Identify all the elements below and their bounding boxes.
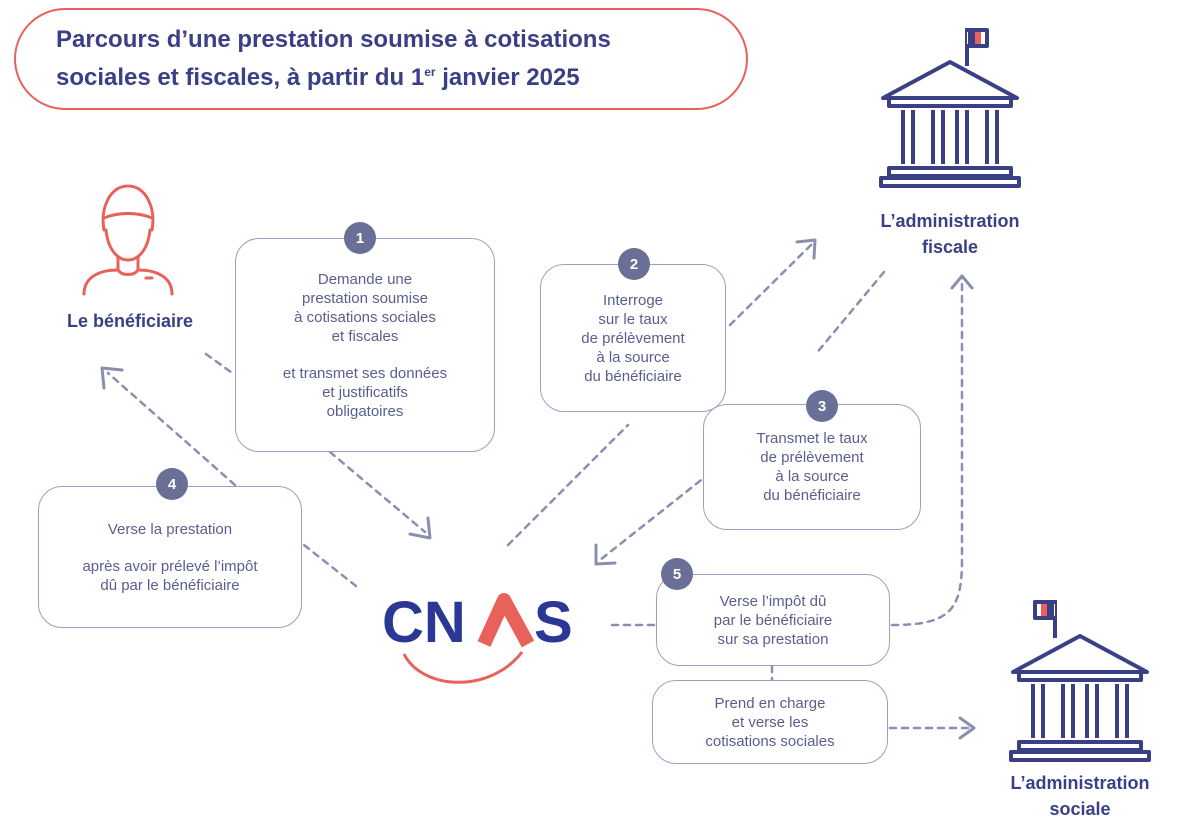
- arrow-fiscale-to-step3: [813, 270, 886, 357]
- step2-line: sur le taux: [598, 310, 668, 328]
- step1-box: Demande une prestation soumise à cotisat…: [235, 238, 495, 452]
- cotisations-box: Prend en charge et verse les cotisations…: [652, 680, 888, 764]
- step4-line: après avoir prélevé l’impôt: [82, 557, 258, 575]
- cnas-logo-text: CN: [382, 590, 466, 655]
- admin-fiscale-line2: fiscale: [921, 237, 979, 257]
- step2-box: Interroge sur le taux de prélèvement à l…: [540, 264, 726, 412]
- step1-line: et transmet ses données: [282, 364, 448, 382]
- step1-line: prestation soumise: [302, 289, 428, 307]
- step1-line: et justificatifs: [322, 383, 408, 401]
- step2-line: de prélèvement: [581, 329, 685, 347]
- person-icon: [82, 184, 174, 296]
- arrowhead-beneficiaire-4: [100, 366, 124, 390]
- svg-text:S: S: [534, 590, 573, 655]
- admin-sociale-label: L’administration sociale: [970, 770, 1190, 822]
- admin-sociale-line1: L’administration: [1010, 773, 1150, 793]
- step5-line: par le bénéficiaire: [713, 611, 833, 629]
- step1-badge: 1: [344, 222, 376, 254]
- step2-line: à la source: [596, 348, 670, 366]
- arrowhead-fiscale-2: [795, 238, 817, 260]
- arrow-step1-to-cnas: [328, 450, 427, 534]
- step3-badge: 3: [806, 390, 838, 422]
- cotisations-line: cotisations sociales: [705, 732, 835, 750]
- arrow-cnas-to-step2: [506, 423, 630, 547]
- building-flag-icon-sociale: [1009, 600, 1151, 762]
- admin-fiscale-label: L’administration fiscale: [840, 208, 1060, 260]
- beneficiaire-label: Le bénéficiaire: [66, 311, 194, 331]
- step2-line: Interroge: [602, 291, 664, 309]
- step3-line: à la source: [775, 468, 849, 485]
- cotisations-line: Prend en charge: [714, 694, 826, 712]
- title-line2-suffix: janvier 2025: [435, 64, 580, 91]
- title-box: Parcours d’une prestation soumise à coti…: [14, 8, 748, 110]
- step4-line: Verse la prestation: [107, 520, 233, 538]
- admin-sociale-line2: sociale: [1049, 799, 1111, 819]
- step2-badge: 2: [618, 248, 650, 280]
- arrowhead-fiscale-5: [950, 274, 974, 290]
- arrowhead-sociale: [958, 716, 976, 740]
- building-flag-icon-fiscale: [879, 28, 1021, 188]
- step5-line: Verse l’impôt dû: [719, 592, 827, 610]
- step4-line: dû par le bénéficiaire: [100, 576, 240, 594]
- step1-line: et fiscales: [331, 327, 399, 345]
- arrowhead-cnas-1: [408, 516, 432, 540]
- step3-line: Transmet le taux: [756, 430, 868, 447]
- title-line2-sup: er: [424, 65, 436, 79]
- arrow-step4-to-beneficiaire: [106, 371, 237, 487]
- step1-line: obligatoires: [326, 402, 404, 420]
- step3-line: du bénéficiaire: [763, 487, 861, 504]
- cnas-logo: CN S: [382, 590, 573, 684]
- title-line1: Parcours d’une prestation soumise à coti…: [56, 26, 611, 53]
- arrow-step2-to-fiscale: [728, 242, 814, 327]
- step4-box: Verse la prestation après avoir prélevé …: [38, 486, 302, 628]
- step5-box: Verse l’impôt dû par le bénéficiaire sur…: [656, 574, 890, 666]
- step1-line: Demande une: [317, 270, 413, 288]
- step2-line: du bénéficiaire: [584, 367, 682, 385]
- step4-badge: 4: [156, 468, 188, 500]
- step3-box: Transmet le taux de prélèvement à la sou…: [703, 404, 921, 530]
- cotisations-line: et verse les: [731, 713, 809, 731]
- page-title: Parcours d’une prestation soumise à coti…: [56, 24, 611, 94]
- step1-line: à cotisations sociales: [294, 308, 436, 326]
- title-line2-prefix: sociales et fiscales, à partir du 1: [56, 64, 425, 91]
- arrow-step3-to-cnas: [598, 471, 712, 562]
- step5-line: sur sa prestation: [717, 630, 829, 648]
- admin-fiscale-line1: L’administration: [880, 211, 1020, 231]
- arrow-beneficiaire-to-cnas: [204, 352, 237, 377]
- step5-badge: 5: [661, 558, 693, 590]
- step3-line: de prélèvement: [760, 449, 864, 466]
- arrowhead-cnas-3: [594, 543, 617, 566]
- arrow-step5-to-fiscale: [890, 276, 964, 627]
